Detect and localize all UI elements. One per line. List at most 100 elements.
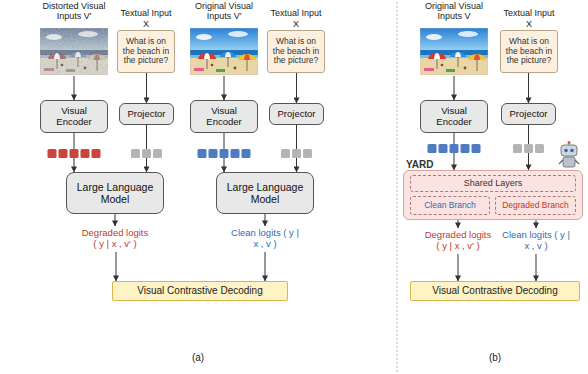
robot-icon: [559, 160, 563, 164]
logits-text: Clean logits ( y | x , v ): [230, 226, 300, 252]
projector-box: Projector: [501, 103, 556, 125]
branch-box: Degraded Branch: [495, 196, 576, 215]
visual-tokens: [472, 144, 481, 153]
llm-box: Large Language Model: [66, 172, 164, 214]
text-tokens: [153, 149, 162, 158]
text-tokens: [131, 144, 544, 158]
input-box: Textual Input XWhat is on the beach in t…: [500, 30, 558, 73]
text-tokens: [281, 149, 290, 158]
text-holder: Clean logits ( y | x , v ): [230, 228, 300, 250]
robot-icon: [568, 141, 571, 144]
input-box: Textual Input XWhat is on the beach in t…: [117, 30, 175, 73]
text-holder: Visual Contrastive Decoding: [117, 285, 283, 297]
text-holder: Clean Branch: [414, 201, 486, 211]
text-holder: What is on the beach in the picture?: [272, 37, 320, 66]
shared-layers-box: Shared Layers: [410, 175, 576, 192]
text-holder: Large Language Model: [71, 181, 159, 205]
visual-tokens: [70, 149, 79, 158]
branch-box: Clean Branch: [410, 196, 490, 215]
visual-tokens: [231, 149, 240, 158]
robot-icon: [561, 145, 577, 156]
beach-photo: [40, 28, 488, 75]
node-text: Large Language Model: [221, 181, 309, 205]
heading-text: YARD: [406, 159, 433, 171]
original-photo: [420, 28, 488, 75]
visual-tokens: [59, 149, 68, 158]
logits-text: Degraded logits ( y | x , v' ): [80, 226, 150, 252]
decoding-box: Visual Contrastive Decoding: [410, 281, 580, 301]
text-holder: What is on the beach in the picture?: [505, 37, 553, 66]
arrow-connector: [536, 254, 537, 281]
text-holder: Shared Layers: [415, 178, 571, 188]
robot-icon: [559, 141, 579, 167]
distorted-photo: [40, 28, 108, 75]
text-tokens: [524, 144, 533, 153]
node-text: Clean logits ( y | x , v ): [230, 228, 300, 250]
node-text: Visual Contrastive Decoding: [415, 285, 575, 297]
heading-text: Textual Input X: [268, 8, 324, 29]
arrow-connector: [265, 252, 266, 281]
arrow-connector: [528, 73, 529, 103]
arrow-connector: [146, 125, 147, 172]
node-text: Degraded Branch: [499, 201, 572, 211]
text-holder: Clean logits ( y | x , v ): [501, 230, 571, 252]
input-caption: Original Visual Inputs V': [184, 1, 264, 22]
text-holder: Visual Encoder: [195, 106, 253, 128]
robot-icon: [575, 160, 579, 164]
text-holder: Visual Encoder: [425, 106, 483, 128]
arrow-connector: [146, 73, 147, 103]
encoder-box: Visual Encoder: [420, 100, 488, 133]
node-text: Clean Branch: [414, 201, 486, 211]
arrow-connector: [116, 252, 117, 281]
input-caption: Original Visual Inputs V: [414, 1, 494, 22]
visual-tokens: [198, 149, 207, 158]
arrow-connector: [265, 214, 266, 226]
robot-icon: [570, 149, 574, 153]
text-holder: Visual Contrastive Decoding: [415, 285, 575, 297]
text-holder: Large Language Model: [221, 181, 309, 205]
visual-tokens: [450, 144, 459, 153]
text-holder: Projector: [124, 109, 169, 120]
image-arrow: [74, 76, 454, 100]
visual-tokens: [439, 144, 448, 153]
panel-label: (b): [475, 352, 515, 364]
encoder-box: Visual Encoder: [40, 100, 108, 133]
text-holder: Projector: [506, 109, 551, 120]
node-text: Visual Contrastive Decoding: [117, 285, 283, 297]
robot-icon: [564, 149, 568, 153]
node-text: Clean logits ( y | x , v ): [501, 230, 571, 252]
yard-module: YARDShared LayersClean BranchDegraded Br…: [403, 170, 583, 220]
node-text: What is on the beach in the picture?: [122, 37, 170, 66]
logits-text: Clean logits ( y | x , v ): [501, 228, 571, 254]
node-text: Projector: [274, 109, 319, 120]
node-text: Shared Layers: [415, 178, 571, 188]
text-holder: Visual Encoder: [45, 106, 103, 128]
text-tokens: [303, 149, 312, 158]
encoder-box: Visual Encoder: [190, 100, 258, 133]
visual-tokens: [209, 149, 218, 158]
text-tokens: [513, 144, 522, 153]
original-photo: [190, 28, 258, 75]
robot-icon: [569, 142, 570, 145]
arrow-connector: [296, 73, 297, 103]
heading-text: Textual Input X: [501, 8, 557, 29]
robot-icon: [563, 157, 575, 167]
visual-tokens: [220, 149, 229, 158]
panel-divider: [397, 2, 398, 372]
image-arrow: [224, 76, 225, 100]
projector-box: Projector: [119, 103, 174, 125]
visual-tokens: [428, 144, 437, 153]
text-holder: Projector: [274, 109, 319, 120]
input-box: Textual Input XWhat is on the beach in t…: [267, 30, 325, 73]
node-text: What is on the beach in the picture?: [272, 37, 320, 66]
projector-box: Projector: [269, 103, 324, 125]
node-text: Degraded logits ( y | x , v' ): [423, 230, 493, 252]
visual-tokens: [48, 144, 481, 158]
llm-box: Large Language Model: [216, 172, 314, 214]
visual-tokens: [242, 149, 251, 158]
visual-tokens: [461, 144, 470, 153]
node-text: Visual Encoder: [195, 106, 253, 128]
node-text: Projector: [506, 109, 551, 120]
